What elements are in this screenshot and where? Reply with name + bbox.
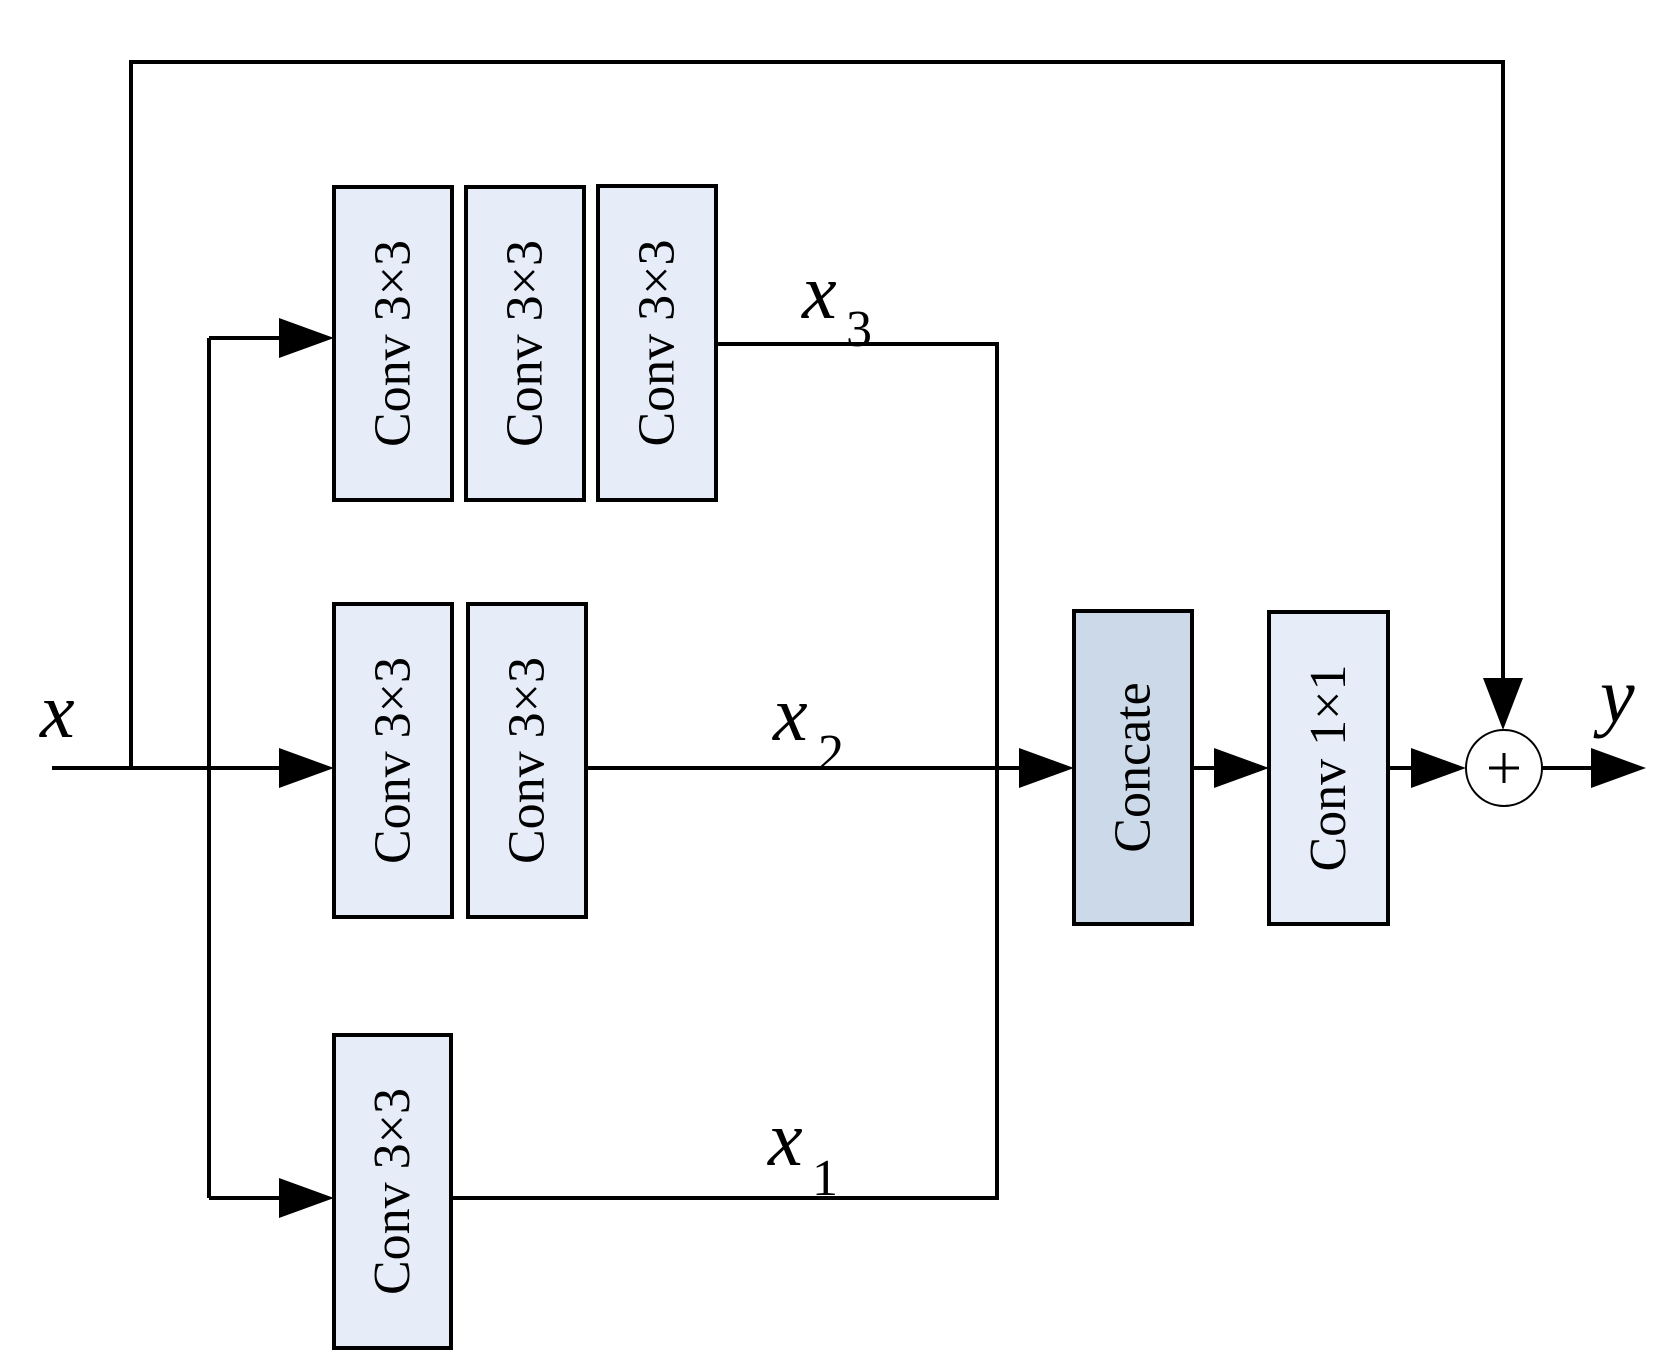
input-label: x — [39, 667, 75, 754]
concat-block: Concate — [1072, 609, 1194, 926]
svg-text:x: x — [767, 1095, 803, 1182]
branch3-block-1: Conv 3×3 — [332, 185, 454, 502]
svg-text:x: x — [772, 670, 808, 757]
branch3-block-2: Conv 3×3 — [464, 185, 586, 502]
arrow-to-fuse — [1214, 748, 1269, 788]
branch2-subscript: 2 — [818, 725, 844, 782]
branch1-block-1: Conv 3×3 — [332, 1033, 453, 1350]
branch-output-collector-line — [451, 342, 999, 1200]
branch3-block-2-label: Conv 3×3 — [497, 240, 554, 447]
svg-text:x: x — [801, 248, 837, 335]
output-label: y — [1593, 652, 1635, 739]
sum-node — [1465, 729, 1543, 807]
branch1-output-label: x 1 — [767, 1095, 838, 1207]
arrow-to-branch2 — [279, 748, 334, 788]
branch2-block-1: Conv 3×3 — [332, 602, 454, 919]
arrow-to-branch1 — [279, 1178, 334, 1218]
branch3-subscript: 3 — [846, 301, 872, 358]
concat-label: Concate — [1105, 682, 1162, 852]
branch2-block-2: Conv 3×3 — [466, 602, 588, 919]
branch1-subscript: 1 — [812, 1150, 838, 1207]
fuse-conv-block: Conv 1×1 — [1267, 610, 1390, 926]
arrow-to-concat — [1019, 748, 1074, 788]
branch3-block-3-label: Conv 3×3 — [629, 239, 686, 446]
arrow-skip-to-sum — [1483, 678, 1523, 730]
branch2-block-2-label: Conv 3×3 — [499, 657, 556, 864]
branch1-block-1-label: Conv 3×3 — [364, 1088, 421, 1295]
skip-connection-line — [129, 60, 1505, 768]
arrow-output — [1591, 748, 1646, 788]
branch3-output-label: x 3 — [801, 248, 872, 358]
branch2-output-label: x 2 — [772, 670, 844, 782]
branch2-block-1-label: Conv 3×3 — [365, 657, 422, 864]
fuse-conv-label: Conv 1×1 — [1300, 664, 1357, 871]
branch3-block-1-label: Conv 3×3 — [365, 240, 422, 447]
arrow-to-sum — [1411, 748, 1466, 788]
arrow-to-branch3 — [279, 318, 334, 358]
branch3-block-3: Conv 3×3 — [596, 184, 718, 502]
